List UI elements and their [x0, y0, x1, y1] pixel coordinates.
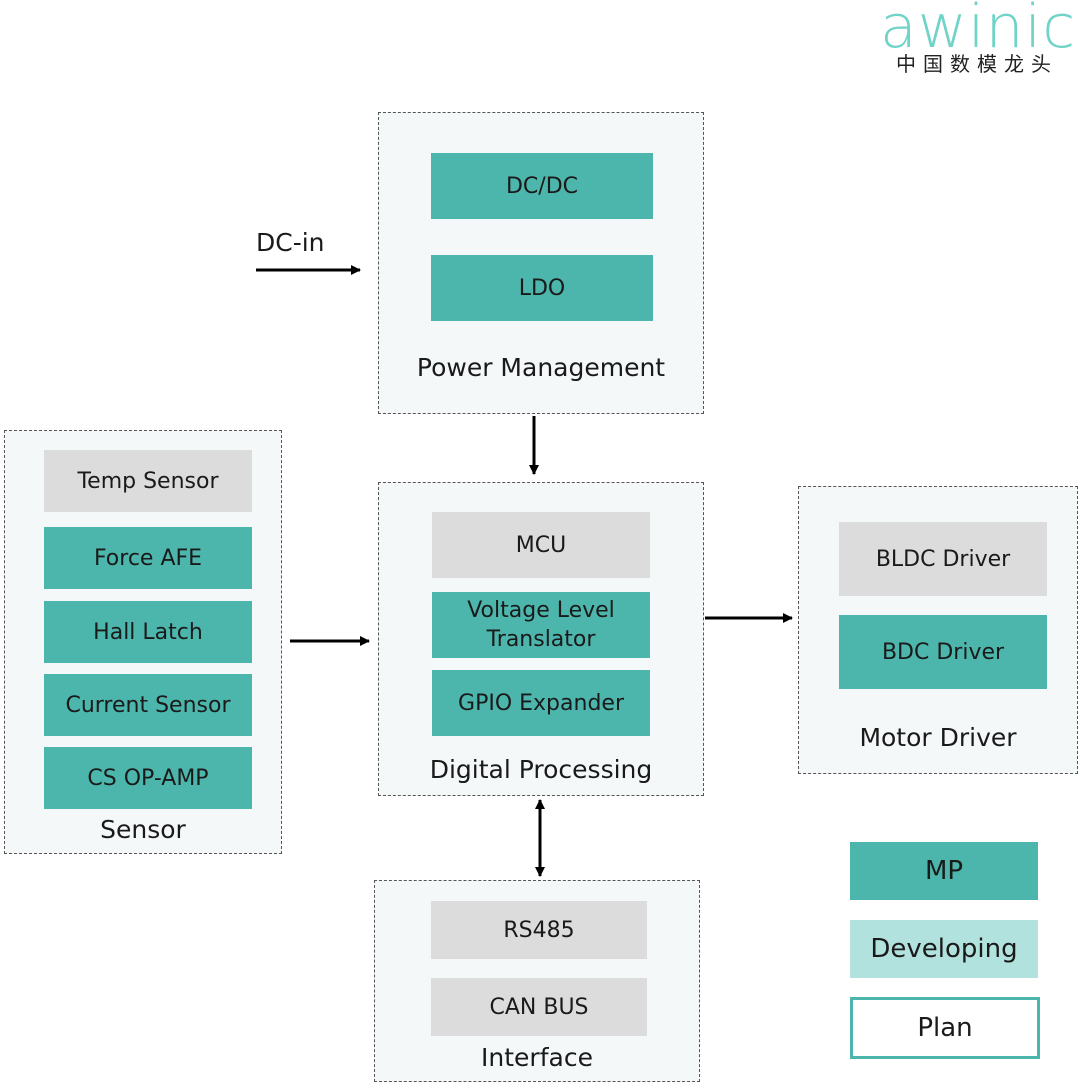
legend-mp: MP [850, 842, 1038, 900]
cs-op-amp-block: CS OP-AMP [44, 747, 252, 809]
bldc-driver-block: BLDC Driver [839, 522, 1047, 596]
voltage-level-translator-block: Voltage Level Translator [432, 592, 650, 658]
power-management-label: Power Management [416, 353, 666, 382]
mcu-block: MCU [432, 512, 650, 578]
force-afe-block: Force AFE [44, 527, 252, 589]
hall-latch-block: Hall Latch [44, 601, 252, 663]
motor-driver-label: Motor Driver [859, 723, 1017, 752]
ldo-block: LDO [431, 255, 653, 321]
legend-plan: Plan [850, 997, 1040, 1059]
gpio-expander-block: GPIO Expander [432, 670, 650, 736]
interface-label: Interface [481, 1043, 593, 1072]
awinic-logo: awinic [880, 0, 1077, 62]
interface-group: RS485 CAN BUS Interface [374, 880, 700, 1082]
dcdc-block: DC/DC [431, 153, 653, 219]
dc-in-label: DC-in [256, 228, 325, 257]
legend-developing: Developing [850, 920, 1038, 978]
current-sensor-block: Current Sensor [44, 674, 252, 736]
sensor-group: Temp Sensor Force AFE Hall Latch Current… [4, 430, 282, 854]
rs485-block: RS485 [431, 901, 647, 959]
digital-processing-group: MCU Voltage Level Translator GPIO Expand… [378, 482, 704, 796]
digital-processing-label: Digital Processing [429, 755, 653, 784]
motor-driver-group: BLDC Driver BDC Driver Motor Driver [798, 486, 1078, 774]
temp-sensor-block: Temp Sensor [44, 450, 252, 512]
power-management-group: DC/DC LDO Power Management [378, 112, 704, 414]
bdc-driver-block: BDC Driver [839, 615, 1047, 689]
sensor-label: Sensor [100, 815, 186, 844]
logo-subtitle: 中国数模龙头 [896, 52, 1058, 76]
can-bus-block: CAN BUS [431, 978, 647, 1036]
